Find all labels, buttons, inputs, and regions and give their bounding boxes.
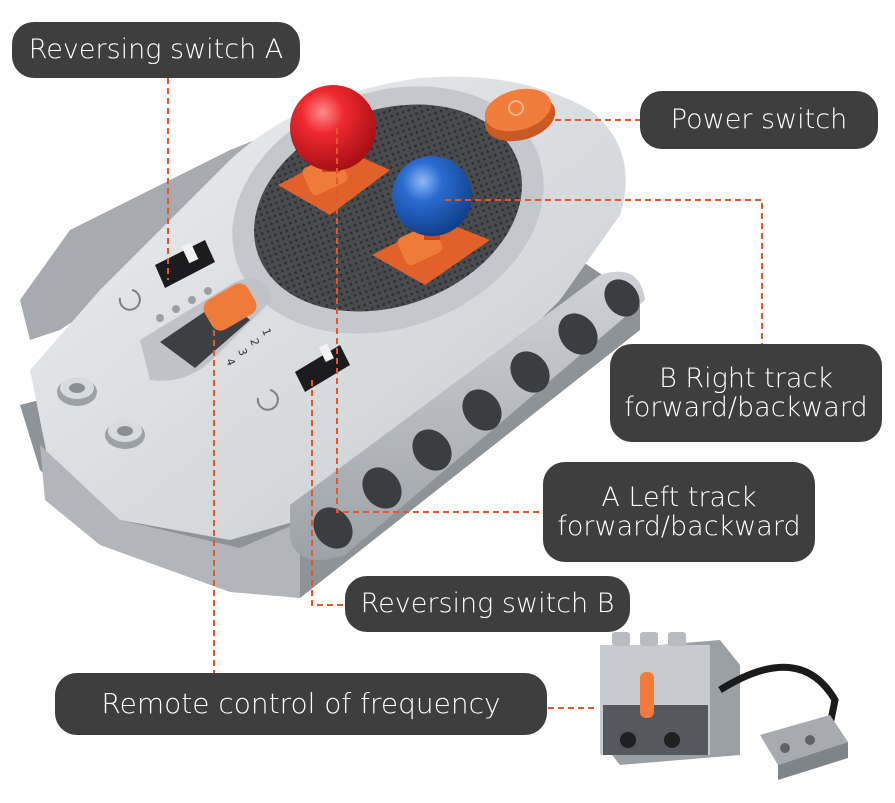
label-reversing-switch-b: Reversing switch B: [345, 576, 630, 632]
joystick-a[interactable]: [278, 85, 390, 215]
leader-left-track: [336, 128, 545, 513]
lego-studs: [57, 377, 145, 449]
reversing-switch-a[interactable]: [118, 240, 215, 311]
frequency-position-4: 4: [223, 357, 238, 368]
joystick-b[interactable]: [372, 156, 490, 285]
frequency-position-2: 2: [247, 337, 262, 348]
frequency-position-1: 1: [259, 327, 274, 338]
leader-reversing-b: [311, 380, 345, 606]
frequency-position-3: 3: [235, 347, 250, 358]
label-power-switch: Power switch: [640, 91, 878, 149]
reversing-switch-b[interactable]: [256, 343, 350, 411]
remote-controller: 1 2 3 4: [20, 76, 645, 598]
label-frequency: Remote control of frequency: [55, 673, 547, 735]
receiver-module: [600, 632, 848, 780]
label-left-track: A Left track forward/backward: [543, 462, 815, 562]
frequency-selector[interactable]: 1 2 3 4: [140, 278, 274, 381]
label-right-track: B Right track forward/backward: [610, 344, 882, 442]
technic-beam: [290, 271, 645, 560]
label-reversing-switch-a: Reversing switch A: [12, 22, 300, 78]
power-button[interactable]: [480, 82, 561, 149]
